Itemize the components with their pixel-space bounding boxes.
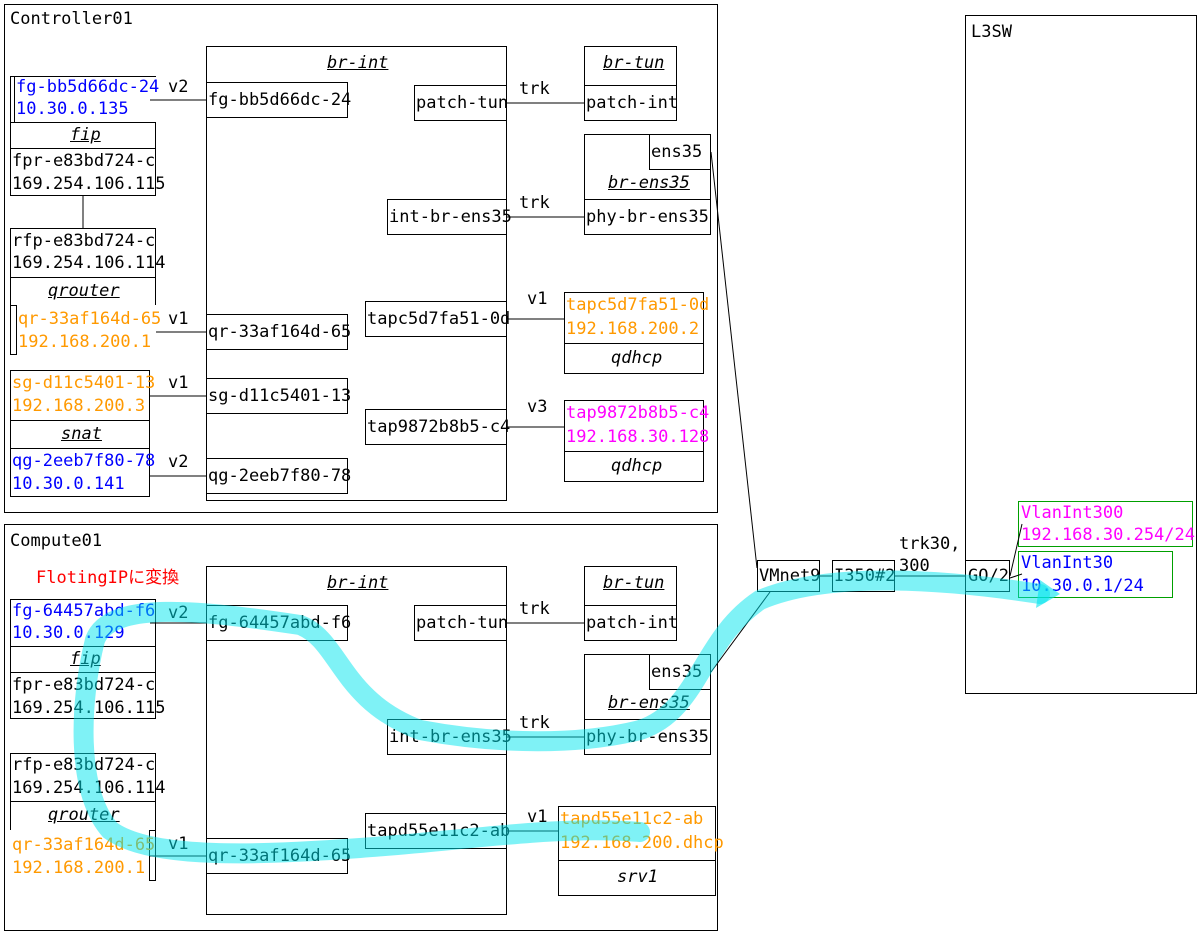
controller-port-qg <box>206 458 348 494</box>
controller-fip-fg-ip: 10.30.0.135 <box>16 99 129 119</box>
compute-port-patch-tun <box>414 605 507 641</box>
controller-snat-sg-ip: 192.168.200.3 <box>12 396 146 416</box>
compute-br-int-label: br-int <box>327 573 389 593</box>
compute-port-patch-int-label: patch-int <box>586 613 679 633</box>
traffic-path <box>73 570 1050 864</box>
controller-link-label-tun: trk <box>519 79 550 99</box>
controller-dhcp1-name: tapc5d7fa51-0d <box>566 295 710 315</box>
compute-node <box>4 524 718 931</box>
controller-port-ens35-label: ens35 <box>651 142 703 162</box>
controller-port-tap2 <box>365 409 507 445</box>
controller-node <box>4 4 718 513</box>
controller-port-sg-label: sg-d11c5401-13 <box>208 386 352 406</box>
controller-br-ens35-label: br-ens35 <box>608 173 690 193</box>
vlan300-ip: 192.168.30.254/24 <box>1021 525 1195 545</box>
l3sw-label: L3SW <box>971 22 1012 42</box>
controller-port-tap1 <box>365 301 507 337</box>
controller-port-tap2-label: tap9872b8b5-c4 <box>367 417 511 437</box>
controller-port-patch-int <box>584 85 677 121</box>
compute-qrouter-qr-ip: 192.168.200.1 <box>12 858 146 878</box>
vlan30-name: VlanInt30 <box>1021 553 1114 573</box>
controller-fip-title: fip <box>70 125 101 145</box>
controller-port-qr <box>206 314 348 350</box>
compute-port-patch-tun-label: patch-tun <box>416 613 509 633</box>
controller-qrouter-qr-name: qr-33af164d-65 <box>18 309 162 329</box>
controller-dhcp2-ip: 192.168.30.128 <box>566 427 710 447</box>
compute-link-label-ens35: trk <box>519 713 550 733</box>
controller-qrouter-rfp-name: rfp-e83bd724-c <box>12 231 156 251</box>
controller-snat-title: snat <box>61 424 102 444</box>
controller-fip-fpr-name: fpr-e83bd724-c <box>12 151 156 171</box>
l3sw <box>965 15 1197 694</box>
controller-link-label-ens35: trk <box>519 193 550 213</box>
controller-port-phy-label: phy-br-ens35 <box>586 207 709 227</box>
vlan300-box <box>1018 501 1193 547</box>
controller-dhcp2-title: qdhcp <box>611 456 663 476</box>
traffic-arrowhead <box>1036 580 1060 608</box>
compute-link-label-tun: trk <box>519 599 550 619</box>
controller-link-label-sg: v1 <box>168 373 189 393</box>
controller-dhcp2 <box>564 400 704 482</box>
controller-port-qg-label: qg-2eeb7f80-78 <box>208 466 352 486</box>
controller-node-label: Controller01 <box>10 9 133 29</box>
controller-port-qr-label: qr-33af164d-65 <box>208 322 352 342</box>
controller-port-phy <box>584 199 711 235</box>
compute-port-patch-int <box>584 605 677 641</box>
controller-dhcp1-ip: 192.168.200.2 <box>566 319 700 339</box>
controller-port-patch-tun <box>414 85 507 121</box>
controller-port-fg <box>206 82 348 118</box>
controller-br-tun-label: br-tun <box>603 53 665 73</box>
controller-fip-fpr-ip: 169.254.106.115 <box>12 174 166 194</box>
controller-snat-sg-name: sg-d11c5401-13 <box>12 373 156 393</box>
controller-port-patch-tun-label: patch-tun <box>416 93 509 113</box>
controller-port-tap1-label: tapc5d7fa51-0d <box>367 309 511 329</box>
controller-br-int-label: br-int <box>327 53 389 73</box>
controller-dhcp1-title: qdhcp <box>611 348 663 368</box>
controller-qrouter-title: qrouter <box>48 281 120 301</box>
controller-qrouter-qr-ip: 192.168.200.1 <box>18 332 152 352</box>
controller-link-label-qg: v2 <box>168 452 189 472</box>
controller-snat-qg-ip: 10.30.0.141 <box>12 474 125 494</box>
controller-snat-qg-name: qg-2eeb7f80-78 <box>12 451 156 471</box>
controller-link-label-tap1: v1 <box>527 289 548 309</box>
controller-snat <box>10 370 150 497</box>
controller-port-int-br-ens35-label: int-br-ens35 <box>389 207 512 227</box>
controller-qrouter-rfp-ip: 169.254.106.114 <box>12 253 166 273</box>
vlan300-name: VlanInt300 <box>1021 503 1124 523</box>
compute-vm-title: srv1 <box>617 867 658 887</box>
compute-note: FlotingIPに変換 <box>36 568 180 588</box>
compute-br-tun-label: br-tun <box>603 573 665 593</box>
controller-port-patch-int-label: patch-int <box>586 93 679 113</box>
controller-port-int-br-ens35 <box>387 199 507 235</box>
compute-node-label: Compute01 <box>10 531 103 551</box>
controller-link-label-qr: v1 <box>168 309 189 329</box>
compute-link-label-tap: v1 <box>527 807 548 827</box>
controller-dhcp2-name: tap9872b8b5-c4 <box>566 403 710 423</box>
l3-trunk-label: trk30, <box>899 534 961 554</box>
controller-fip-fg-name: fg-bb5d66dc-24 <box>16 77 160 97</box>
controller-link-label-tap2: v3 <box>527 397 548 417</box>
controller-link-label-fg: v2 <box>168 77 189 97</box>
controller-port-ens35 <box>649 134 711 170</box>
controller-port-fg-label: fg-bb5d66dc-24 <box>208 90 352 110</box>
controller-dhcp1 <box>564 292 704 374</box>
controller-port-sg <box>206 378 348 414</box>
